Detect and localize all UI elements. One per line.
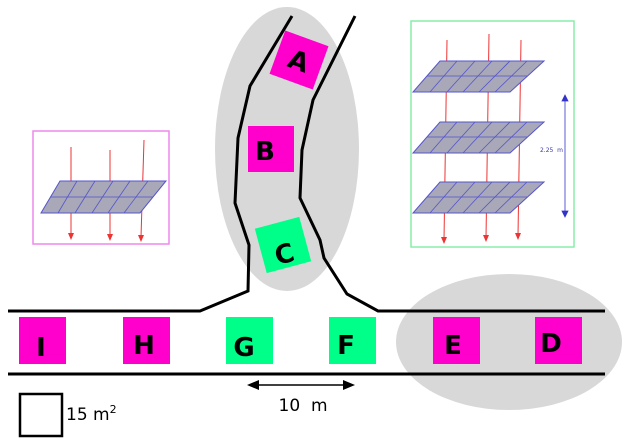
box-b: B	[248, 126, 294, 172]
box-d-label: D	[540, 329, 562, 359]
box-f-label: F	[337, 331, 355, 361]
area-legend-unit: m	[93, 405, 110, 425]
inset-stacked-panel-top	[411, 60, 546, 93]
box-a: A	[269, 30, 329, 90]
scale-bar-left-arrowhead-icon	[247, 380, 259, 390]
scale-bar-label: 10 m	[279, 396, 328, 416]
box-i: I	[19, 317, 66, 364]
box-i-square	[19, 317, 66, 364]
box-g-square	[226, 317, 273, 364]
zone-right-ellipse	[396, 274, 622, 410]
box-d-square	[535, 317, 582, 364]
box-d: D	[535, 317, 582, 364]
box-e-label: E	[444, 331, 462, 361]
scale-bar: 10 m	[247, 380, 355, 416]
inset-stacked-dimension	[561, 94, 569, 218]
inset-stacked-panel-bottom-lines	[427, 181, 528, 214]
box-h-label: H	[133, 331, 155, 361]
area-legend: 15 m2	[18, 392, 117, 438]
inset-stacked-arrowheads	[441, 233, 521, 244]
inset-single-panel	[32, 130, 170, 245]
box-b-square	[248, 126, 294, 172]
inset-stacked-panel-middle	[411, 121, 546, 154]
area-legend-square	[18, 392, 64, 438]
area-legend-value: 15	[66, 405, 88, 425]
box-f: F	[329, 317, 376, 364]
inset-stacked-panel-bottom	[411, 181, 546, 214]
passage-left-wall	[8, 15, 294, 313]
box-g-label: G	[233, 333, 254, 363]
passage-right-wall	[298, 15, 605, 313]
area-legend-exponent: 2	[110, 403, 117, 416]
box-h-square	[123, 317, 170, 364]
box-e: E	[433, 317, 480, 364]
inset-stacked-panel-top-lines	[427, 60, 528, 93]
box-e-square	[433, 317, 480, 364]
box-b-label: B	[255, 137, 275, 167]
box-a-square	[269, 30, 329, 90]
box-h: H	[123, 317, 170, 364]
inset-single-panel-lines	[50, 180, 153, 214]
inset-single-arrowheads	[68, 233, 144, 242]
box-c: C	[254, 216, 312, 274]
scale-bar-right-arrowhead-icon	[343, 380, 355, 390]
box-g: G	[226, 317, 273, 364]
inset-stacked-dimension-label: 2.25 m	[540, 147, 563, 154]
box-i-label: I	[36, 333, 46, 363]
area-legend-text: 15 m2	[66, 403, 117, 425]
inset-stacked-panel-middle-lines	[427, 121, 528, 154]
inset-stacked-panels: 2.25 m	[410, 20, 575, 248]
box-f-square	[329, 317, 376, 364]
box-c-square	[254, 216, 312, 274]
